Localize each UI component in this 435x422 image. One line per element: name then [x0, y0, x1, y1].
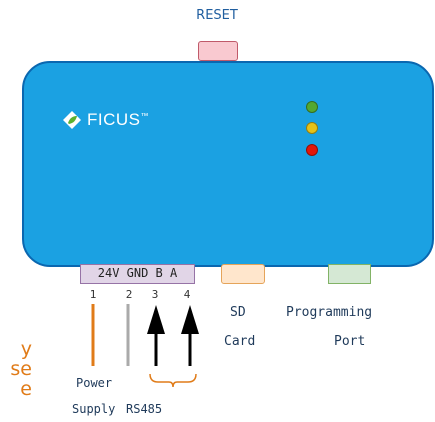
pin-number-3: 3 — [151, 288, 159, 301]
programming-port-label-line1: Programming — [286, 305, 373, 320]
programming-port[interactable] — [328, 264, 371, 284]
rs485-label: RS485 — [126, 402, 163, 416]
device-body — [22, 61, 434, 267]
rs485-b-arrow — [147, 305, 165, 366]
logo-name: FICUS — [87, 110, 141, 129]
terminal-block: 24V GND B A — [80, 264, 195, 284]
side-text-line-2: se — [10, 358, 32, 380]
leaf-icon — [63, 111, 81, 129]
sd-card-label-line1: SD — [230, 305, 246, 320]
supply-label: Supply — [72, 402, 116, 416]
power-label: Power — [76, 376, 113, 390]
reset-label: RESET — [196, 8, 238, 23]
logo-text: FICUS™ — [87, 110, 149, 130]
sd-card-label-line2: Card — [224, 334, 256, 349]
logo-trademark: ™ — [140, 111, 149, 121]
pin-number-1: 1 — [89, 288, 97, 301]
side-text-line-3: e — [20, 378, 32, 400]
pin-number-2: 2 — [125, 288, 133, 301]
led-green — [306, 101, 318, 113]
reset-button[interactable] — [198, 41, 238, 61]
side-text-line-1: y — [20, 338, 32, 360]
ficus-logo: FICUS™ — [62, 110, 149, 130]
sd-card-slot[interactable] — [221, 264, 265, 284]
rs485-a-arrow — [181, 305, 199, 366]
rs485-brace — [149, 373, 197, 388]
led-red — [306, 144, 318, 156]
pin-number-4: 4 — [183, 288, 191, 301]
led-yellow — [306, 122, 318, 134]
programming-port-label-line2: Port — [334, 334, 366, 349]
